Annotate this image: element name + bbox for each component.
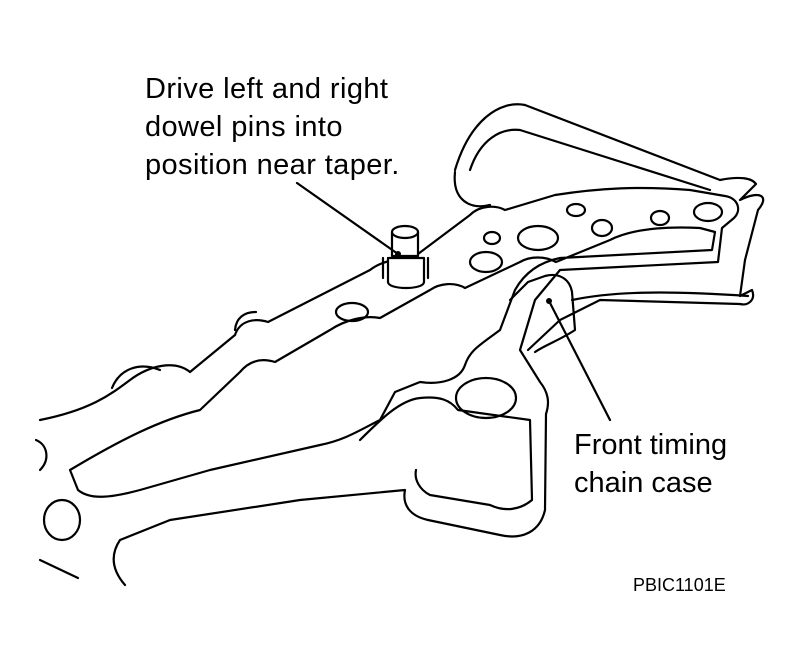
upper-case-inner-edge: [468, 128, 712, 192]
gasket-groove: [68, 226, 717, 498]
left-lug: [110, 365, 162, 390]
bolt-hole-6: [692, 201, 724, 223]
lower-rib: [358, 396, 534, 511]
bolt-hole-1: [334, 301, 370, 323]
bolt-hole-7: [565, 202, 587, 218]
bolt-hole-2: [516, 224, 560, 252]
bolt-hole-5: [649, 209, 671, 227]
dowel-pin-body: [386, 256, 426, 290]
bolt-hole-left-edge: [42, 498, 82, 542]
dowel-pin-callout-line-1: Drive left and right: [145, 73, 389, 105]
timing-chain-case-callout-line-2: chain case: [574, 467, 713, 499]
leader-line-dowel-pin: [295, 181, 400, 256]
dowel-pin-callout-line-2: dowel pins into: [145, 111, 343, 143]
figure-reference-code: PBIC1101E: [633, 575, 726, 595]
timing-chain-case-callout: Front timing chain case: [574, 426, 727, 502]
timing-case-bracket: [508, 273, 577, 354]
flange-plate-lower-left-edge: [38, 558, 80, 580]
leader-line-timing-case: [547, 299, 612, 422]
timing-case-extension: [570, 291, 750, 302]
timing-chain-case-callout-line-1: Front timing: [574, 429, 728, 461]
dowel-pin-callout-line-3: position near taper.: [145, 149, 400, 181]
upper-lug: [233, 310, 258, 332]
dowel-pin-callout: Drive left and right dowel pins into pos…: [145, 70, 400, 184]
upper-case-outline: [453, 103, 765, 352]
bolt-hole-8: [482, 230, 502, 246]
dowel-pin-top: [390, 224, 420, 240]
bolt-hole-large-front: [454, 376, 518, 420]
bolt-hole-3: [468, 250, 504, 274]
upper-case-front-edge: [453, 170, 492, 208]
bolt-hole-4: [590, 218, 614, 238]
flange-plate-outline: [38, 186, 740, 587]
flange-plate-left-edge: [34, 438, 48, 472]
